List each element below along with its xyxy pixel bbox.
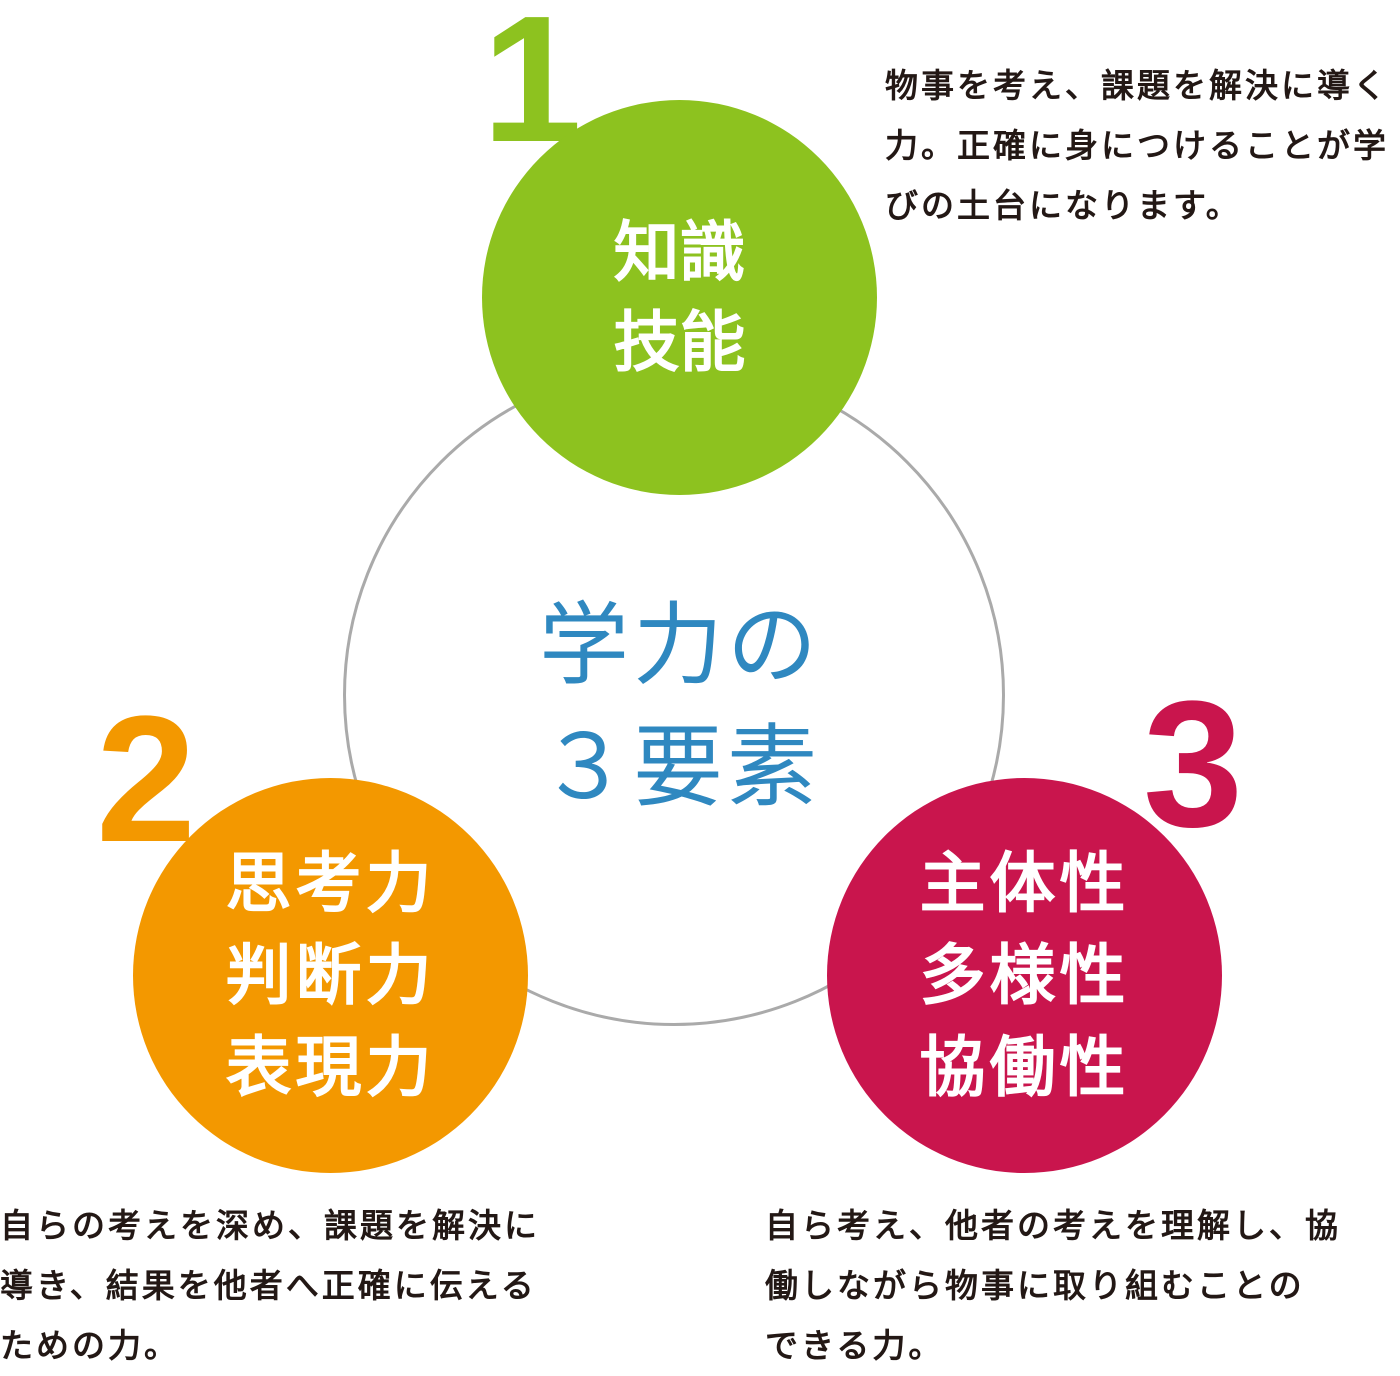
element-2-label: 思考力 判断力 表現力: [225, 844, 436, 1106]
element-3-description: 自ら考え、他者の考えを理解し、協 働しながら物事に取り組むことの できる力。: [765, 1206, 1341, 1365]
center-title: 学力の ３要素: [539, 593, 821, 820]
element-3-number: 3: [1143, 664, 1244, 865]
element-1-description: 物事を考え、課題を解決に導く 力。正確に身につけることが学 びの土台になります。: [885, 66, 1389, 225]
element-2-description: 自らの考えを深め、課題を解決に 導き、結果を他者へ正確に伝える ための力。: [0, 1206, 540, 1365]
element-3-label: 主体性 多様性 協働性: [919, 844, 1130, 1106]
element-3-circle: 主体性 多様性 協働性: [827, 778, 1222, 1173]
element-2-circle: 思考力 判断力 表現力: [133, 778, 528, 1173]
element-1-circle: 知識 技能: [482, 100, 877, 495]
element-2-number: 2: [96, 679, 197, 880]
element-1-label: 知識 技能: [613, 213, 746, 381]
